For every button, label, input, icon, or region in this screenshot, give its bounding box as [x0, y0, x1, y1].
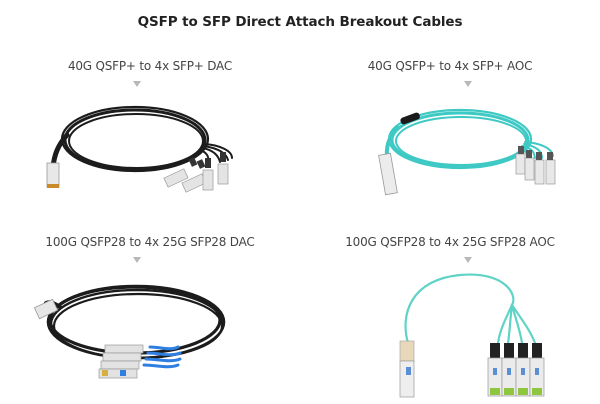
down-arrow-icon: [133, 257, 141, 263]
product-label: 100G QSFP28 to 4x 25G SFP28 AOC: [345, 235, 555, 249]
product-label: 40G QSFP+ to 4x SFP+ AOC: [367, 59, 533, 73]
aqua-breakout-cable-icon: [320, 90, 580, 220]
down-arrow-icon: [464, 81, 472, 87]
down-arrow-icon: [464, 257, 472, 263]
page-title: QSFP to SFP Direct Attach Breakout Cable…: [137, 14, 463, 30]
black-breakout-cable-icon: [20, 90, 280, 220]
down-arrow-icon: [133, 81, 141, 87]
product-label: 100G QSFP28 to 4x 25G SFP28 DAC: [45, 235, 255, 249]
black-breakout-cable-icon: [20, 265, 280, 400]
aqua-breakout-cable-icon: [340, 265, 580, 400]
product-label: 40G QSFP+ to 4x SFP+ DAC: [67, 59, 233, 73]
